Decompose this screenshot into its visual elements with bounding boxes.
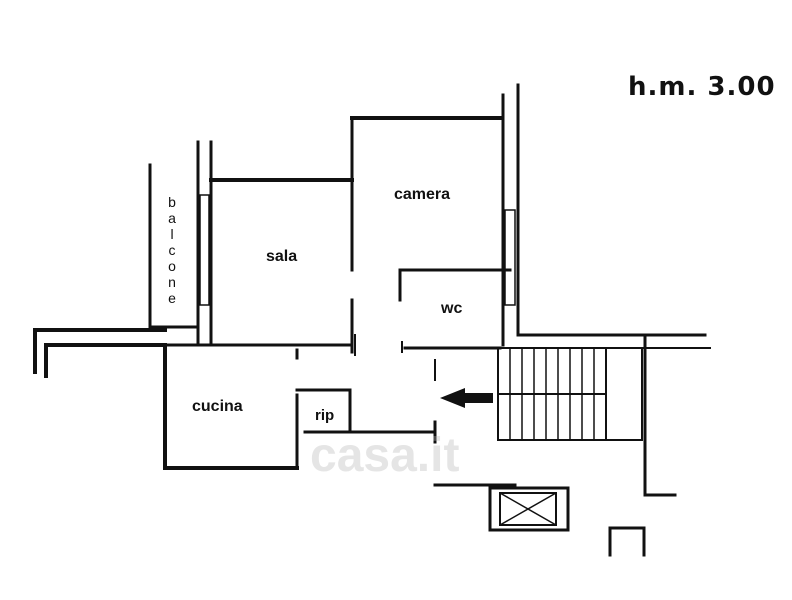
room-label-rip: rip bbox=[315, 407, 335, 424]
room-label-camera: camera bbox=[394, 186, 451, 203]
balcony-outline bbox=[148, 163, 197, 329]
lift-shaft bbox=[488, 486, 570, 532]
balcone-letter: l bbox=[170, 226, 174, 242]
lift-cross bbox=[498, 491, 558, 527]
balcone-letter: o bbox=[168, 258, 176, 274]
stair-landing bbox=[605, 347, 643, 441]
room-label-wc: wc bbox=[441, 300, 463, 317]
balcone-letter: b bbox=[168, 194, 176, 210]
wall-bottom-right bbox=[608, 526, 646, 557]
lift-cab bbox=[499, 492, 557, 526]
room-label-cucina: cucina bbox=[192, 398, 243, 415]
balcone-letter: n bbox=[168, 274, 176, 290]
window-right bbox=[504, 209, 516, 306]
height-note: h.m. 3.00 bbox=[628, 72, 776, 102]
entrance-arrow-icon bbox=[440, 388, 493, 408]
wall-left-inner bbox=[44, 343, 167, 378]
room-label-sala: sala bbox=[266, 248, 298, 265]
balcone-letter: c bbox=[168, 242, 176, 258]
balcone-letter: a bbox=[168, 210, 176, 226]
window-balcony bbox=[199, 194, 210, 306]
wall-left-outer bbox=[33, 328, 167, 374]
balcone-letter: e bbox=[168, 290, 176, 306]
wall-landing-right bbox=[643, 333, 677, 497]
stair-steps bbox=[509, 347, 595, 441]
watermark: casa.it bbox=[310, 429, 460, 482]
